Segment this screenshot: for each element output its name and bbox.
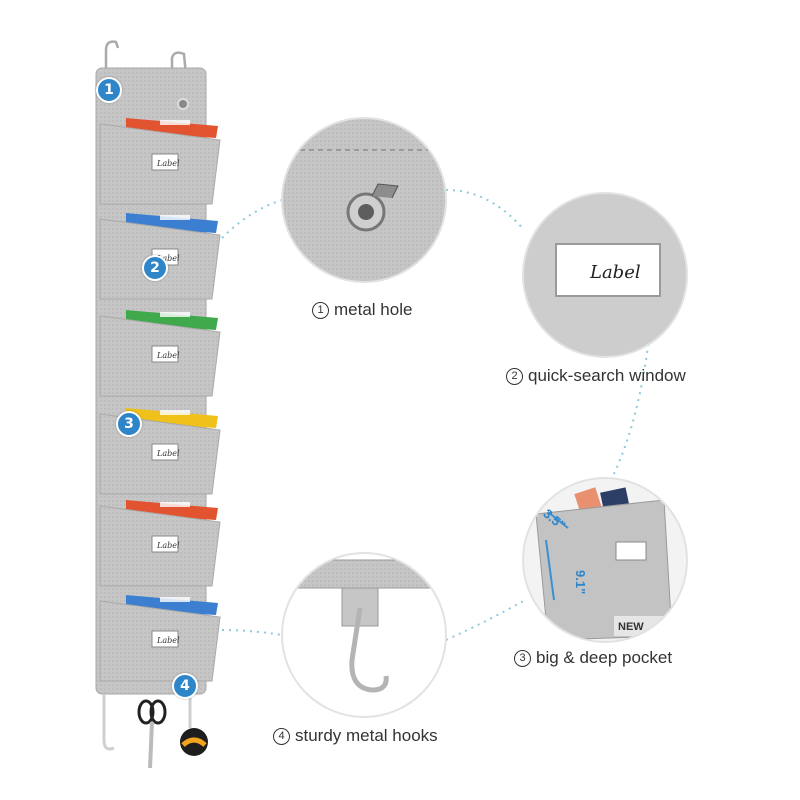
top-hook-left	[104, 40, 120, 70]
caption-number: 2	[506, 367, 523, 385]
folder-tab-label	[160, 312, 190, 317]
tape-measure	[180, 728, 208, 756]
scissors	[137, 699, 167, 768]
pocket-label-text: Label	[156, 541, 180, 550]
pocket-label-text: Label	[156, 351, 180, 360]
badge-2: 2	[142, 255, 168, 281]
badge-3: 3	[116, 411, 142, 437]
folder-tab-label	[160, 410, 190, 415]
caption-quick-search-window: 2 quick-search window	[506, 366, 686, 386]
pocket: Label	[99, 118, 221, 205]
label-window	[151, 345, 179, 363]
pocket: Label	[99, 595, 221, 682]
pocket: Label	[99, 310, 221, 397]
detail-metal-hole	[281, 117, 447, 283]
badge-1: 1	[96, 77, 122, 103]
pocket-label-text: Label	[156, 159, 180, 168]
window-label-text: Label	[589, 262, 641, 283]
label-window	[151, 153, 179, 171]
label-window	[151, 535, 179, 553]
metal-hole-right	[177, 98, 189, 110]
pocket: Label	[99, 500, 221, 587]
label-window	[151, 630, 179, 648]
top-hook-right	[170, 51, 188, 77]
caption-number: 4	[273, 727, 290, 745]
caption-text: quick-search window	[528, 366, 686, 385]
paper-text: NEW	[618, 621, 644, 633]
caption-number: 1	[312, 301, 329, 319]
detail-deep-pocket: NEW 3.5" 9.1"	[522, 477, 688, 643]
connector-lines	[221, 189, 651, 641]
caption-metal-hole: 1 metal hole	[312, 300, 412, 320]
caption-number: 3	[514, 649, 531, 667]
pocket-label-text: Label	[156, 449, 180, 458]
caption-metal-hooks: 4 sturdy metal hooks	[273, 726, 438, 746]
detail-metal-hook	[281, 552, 447, 718]
caption-deep-pocket: 3 big & deep pocket	[514, 648, 672, 668]
folder-tab-label	[160, 120, 190, 125]
caption-text: sturdy metal hooks	[295, 726, 438, 745]
folder-tab-label	[160, 597, 190, 602]
badge-4: 4	[172, 673, 198, 699]
pocket-label-text: Label	[156, 636, 180, 645]
folder-tab-label	[160, 502, 190, 507]
pocket-label-text: Label	[156, 254, 180, 263]
bottom-hook-left	[102, 694, 115, 751]
folder-tab-label	[160, 215, 190, 220]
label-window	[151, 443, 179, 461]
caption-text: big & deep pocket	[536, 648, 673, 667]
caption-text: metal hole	[334, 300, 413, 319]
dim-height-label: 9.1"	[573, 570, 588, 594]
detail-label-window: Label	[522, 192, 688, 358]
